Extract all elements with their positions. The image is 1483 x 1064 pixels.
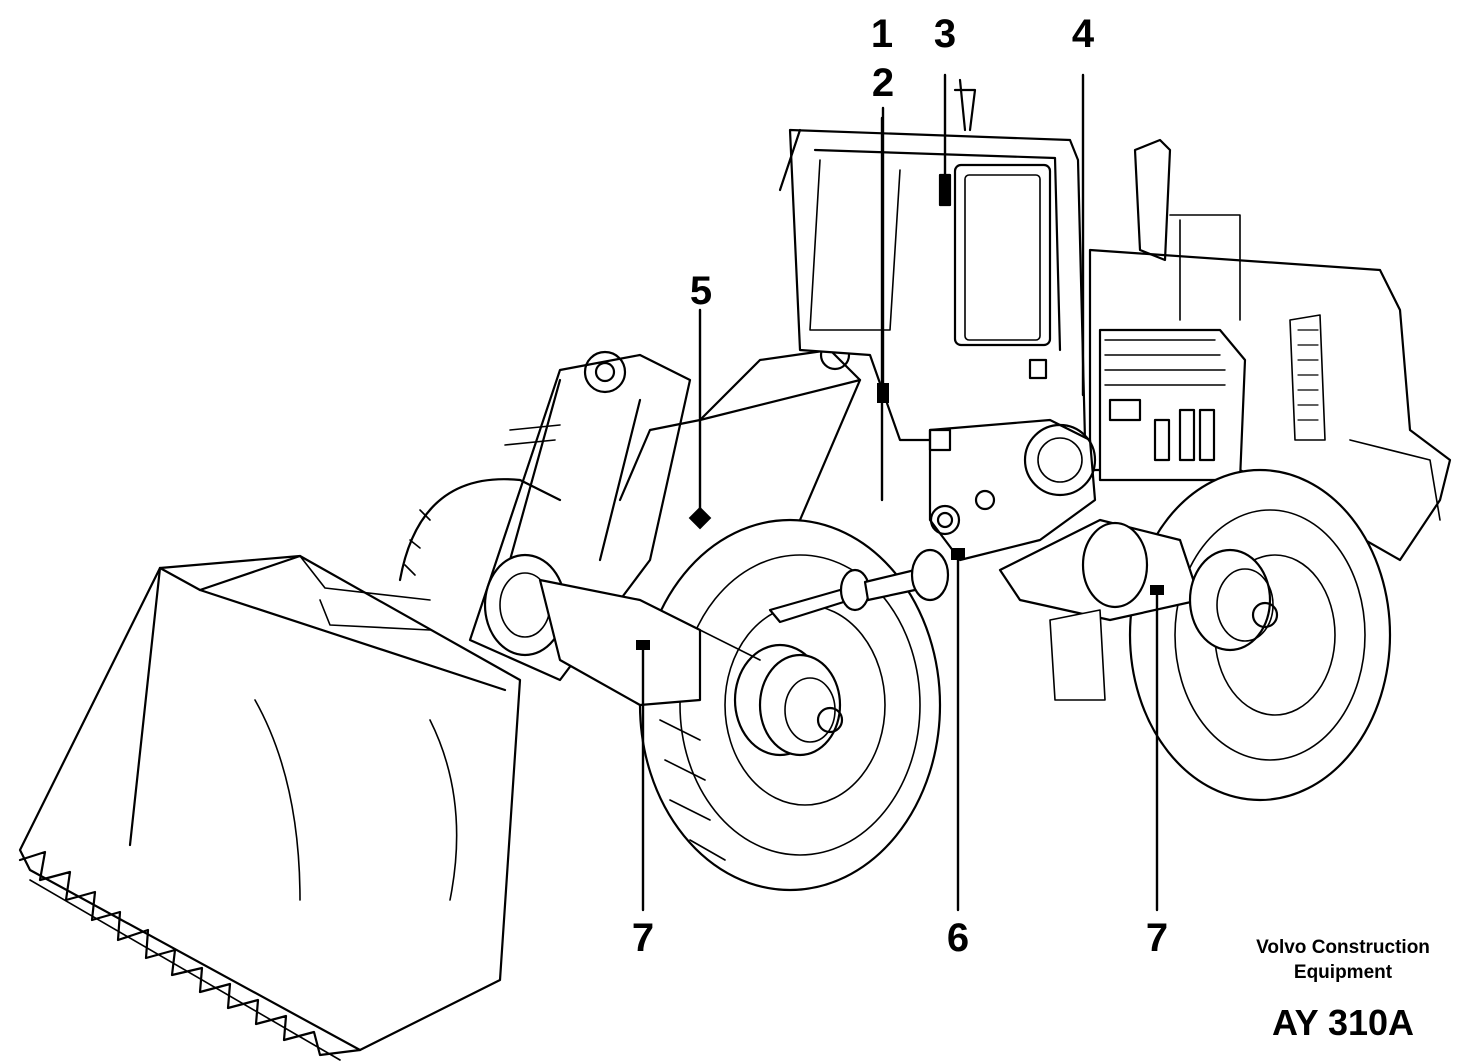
bucket xyxy=(18,554,522,1061)
marker-5 xyxy=(688,506,712,530)
front-axle xyxy=(483,553,844,757)
cab xyxy=(778,78,1087,442)
company-name-line-1: Volvo Construction xyxy=(1256,937,1430,958)
callout-3: 3 xyxy=(933,12,957,56)
left-front-wheel xyxy=(398,478,562,582)
callout-6: 6 xyxy=(946,916,970,960)
drive-shaft xyxy=(768,548,950,624)
transmission xyxy=(928,418,1097,562)
leader-lines xyxy=(641,73,1159,912)
marker-3 xyxy=(940,180,950,202)
callout-4: 4 xyxy=(1071,12,1095,56)
callout-5: 5 xyxy=(689,269,713,313)
marker-7-right xyxy=(1150,585,1164,595)
callout-2: 2 xyxy=(871,61,895,105)
callout-1: 1 xyxy=(870,12,894,56)
company-name-line-2: Equipment xyxy=(1293,962,1393,983)
callout-7-right: 7 xyxy=(1145,916,1169,960)
rear-body xyxy=(1088,138,1452,562)
figure-code: AY 310A xyxy=(1271,1002,1415,1043)
engine xyxy=(1098,328,1247,482)
marker-6 xyxy=(951,548,965,560)
marker-2 xyxy=(877,383,889,403)
callout-7-left: 7 xyxy=(631,916,655,960)
markers xyxy=(636,180,1164,650)
marker-7-left xyxy=(636,640,650,650)
